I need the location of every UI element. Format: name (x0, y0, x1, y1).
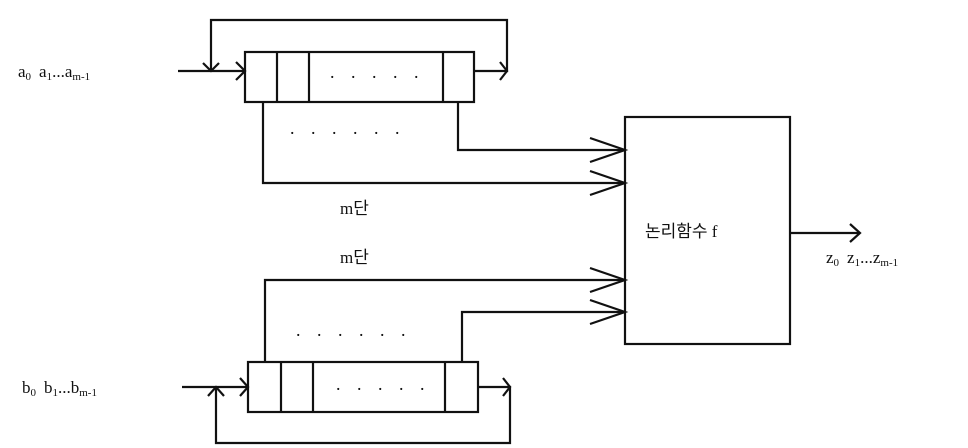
stage-label-b: m단 (340, 248, 369, 267)
arrow-icon (239, 377, 250, 397)
logic-function-box (623, 115, 792, 346)
arrow-icon (589, 266, 629, 294)
shift-register-a: . . . . . (243, 50, 476, 104)
tap-a-dots: . . . . . . (290, 118, 406, 138)
tap-b-last (460, 310, 625, 362)
tap-b-dots: . . . . . . (296, 320, 412, 340)
arrow-icon (499, 61, 509, 81)
arrow-icon (849, 223, 862, 243)
feedback-a (209, 18, 509, 73)
arrow-icon (235, 61, 247, 81)
arrow-icon (502, 377, 512, 397)
tap-a-first (261, 102, 625, 185)
feedback-b (214, 385, 512, 445)
logic-function-label: 논리함수 f (645, 222, 718, 241)
tap-b-first (263, 278, 625, 362)
register-b-dots: . . . . . (336, 374, 431, 394)
tap-a-last (456, 102, 625, 152)
stage-label-a: m단 (340, 199, 369, 218)
arrow-icon (207, 385, 225, 397)
shift-register-b: . . . . . (246, 360, 480, 414)
register-a-dots: . . . . . (330, 62, 425, 82)
arrow-icon (589, 298, 629, 326)
register-a-body (243, 50, 476, 104)
